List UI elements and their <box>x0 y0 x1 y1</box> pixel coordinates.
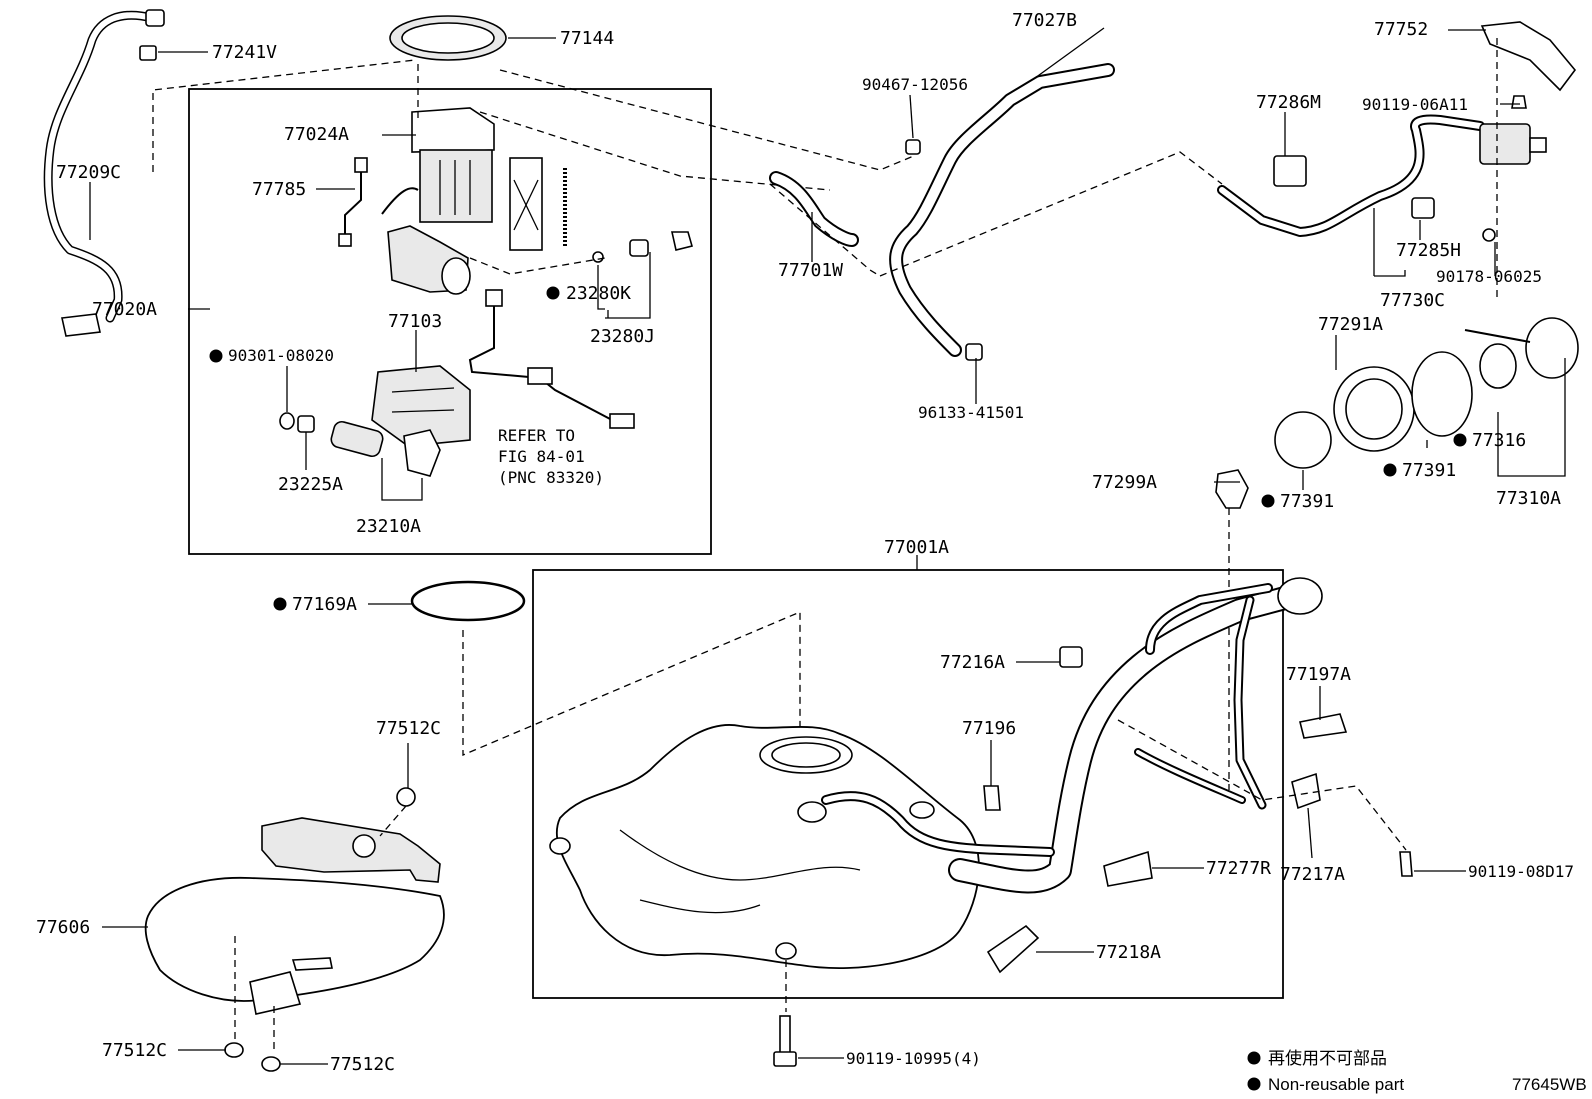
label-77216a: 77216A <box>940 652 1005 673</box>
gasket-77169a <box>410 580 526 622</box>
label-77169a: 77169A <box>292 594 357 615</box>
washer-77512c-right <box>261 1056 281 1072</box>
label-77103: 77103 <box>388 311 442 332</box>
check-valve-23280j <box>592 231 693 263</box>
label-77144: 77144 <box>560 28 614 49</box>
leader-dash-mid-right <box>879 151 1223 277</box>
refer-line-2: FIG 84-01 <box>498 447 585 466</box>
legend-non-reusable-jp: 再使用不可部品 <box>1268 1048 1387 1068</box>
retainer-ring-77144 <box>389 15 507 61</box>
leader-dash-tank-right <box>1117 719 1407 851</box>
hose-77027b <box>889 63 1115 361</box>
label-77241v: 77241V <box>212 42 277 63</box>
fuel-tank-assembly-box <box>532 569 1284 999</box>
label-77512c-left: 77512C <box>102 1040 167 1061</box>
label-77217a: 77217A <box>1280 864 1345 885</box>
fuel-tube-77209c <box>43 9 165 337</box>
non-reusable-marker-77391-b <box>1261 494 1275 508</box>
label-77020a: 77020A <box>92 299 157 320</box>
label-77512c-right: 77512C <box>330 1054 395 1075</box>
label-77024a: 77024A <box>284 124 349 145</box>
label-77512c-top: 77512C <box>376 718 441 739</box>
label-90119-08d17: 90119-08D17 <box>1468 862 1574 881</box>
label-90178-06025: 90178-06025 <box>1436 267 1542 286</box>
fuel-sender-gauge-77103 <box>371 289 635 447</box>
label-77785: 77785 <box>252 179 306 200</box>
label-23225a: 23225A <box>278 474 343 495</box>
hose-assembly-77730c <box>1217 114 1547 237</box>
fuel-pump-assembly-box <box>188 88 712 555</box>
fuel-filter-parts <box>279 412 441 477</box>
label-77218a: 77218A <box>1096 942 1161 963</box>
hose-77701w <box>769 171 859 247</box>
label-23280k: 23280K <box>566 283 631 304</box>
leader-dash-pump-a <box>152 59 416 172</box>
label-77391-a: 77391 <box>1402 460 1456 481</box>
leader-lines <box>89 27 1566 1065</box>
diagram-id: 77645WB <box>1512 1075 1587 1094</box>
non-reusable-marker-77391-a <box>1383 463 1397 477</box>
label-77277r: 77277R <box>1206 858 1271 879</box>
legend-non-reusable-en: Non-reusable part <box>1268 1075 1404 1094</box>
label-77001a: 77001A <box>884 537 949 558</box>
refer-line-3: (PNC 83320) <box>498 468 604 487</box>
washer-77512c-top <box>396 787 416 807</box>
label-90119-06a11: 90119-06A11 <box>1362 95 1468 114</box>
bolt-90119-10995 <box>773 960 797 1067</box>
washer-77512c-left <box>224 1042 244 1058</box>
refer-line-1: REFER TO <box>498 426 575 445</box>
leader-dash-pump-d <box>499 69 917 171</box>
label-96133-41501: 96133-41501 <box>918 403 1024 422</box>
label-77299a: 77299A <box>1092 472 1157 493</box>
filler-pipe <box>821 577 1323 894</box>
label-77391-b: 77391 <box>1280 491 1334 512</box>
leader-dash-cover-a <box>379 805 407 837</box>
label-77316: 77316 <box>1472 430 1526 451</box>
non-reusable-marker-23280k <box>546 286 560 300</box>
label-23280j: 23280J <box>590 326 655 347</box>
label-77196: 77196 <box>962 718 1016 739</box>
label-77310a: 77310A <box>1496 488 1561 509</box>
legend-bullet-en <box>1247 1077 1261 1091</box>
label-77286m: 77286M <box>1256 92 1321 113</box>
non-reusable-marker-90301 <box>209 349 223 363</box>
label-77027b: 77027B <box>1012 10 1077 31</box>
bracket-77299a <box>1215 469 1249 509</box>
label-77285h: 77285H <box>1396 240 1461 261</box>
label-77606: 77606 <box>36 917 90 938</box>
label-90467-12056: 90467-12056 <box>862 75 968 94</box>
non-reusable-marker-77169a <box>273 597 287 611</box>
label-77752: 77752 <box>1374 19 1428 40</box>
under-cover-77606 <box>144 817 445 1015</box>
label-77291a: 77291A <box>1318 314 1383 335</box>
tank-small-parts <box>983 646 1348 974</box>
label-23210a: 23210A <box>356 516 421 537</box>
leader-dash-pump-c <box>479 111 831 191</box>
bolt-90119-08d17 <box>1399 851 1413 877</box>
fuel-tank-77001a <box>549 724 980 969</box>
legend: 再使用不可部品 Non-reusable part <box>1247 1048 1404 1094</box>
filler-neck-parts <box>1274 317 1579 469</box>
leader-dash-pump-e <box>469 257 606 275</box>
label-90301-08020: 90301-08020 <box>228 346 334 365</box>
label-77209c: 77209C <box>56 162 121 183</box>
label-77730c: 77730C <box>1380 290 1445 311</box>
legend-bullet-jp <box>1247 1051 1261 1065</box>
bracket-77752 <box>1480 21 1577 242</box>
label-77197a: 77197A <box>1286 664 1351 685</box>
leader-dash-gasket <box>462 611 801 760</box>
fuel-pump-module-77024a <box>387 107 567 295</box>
non-reusable-marker-77316 <box>1453 433 1467 447</box>
label-90119-10995: 90119-10995(4) <box>846 1049 981 1068</box>
wire-harness-77785 <box>338 157 419 247</box>
label-77701w: 77701W <box>778 260 843 281</box>
